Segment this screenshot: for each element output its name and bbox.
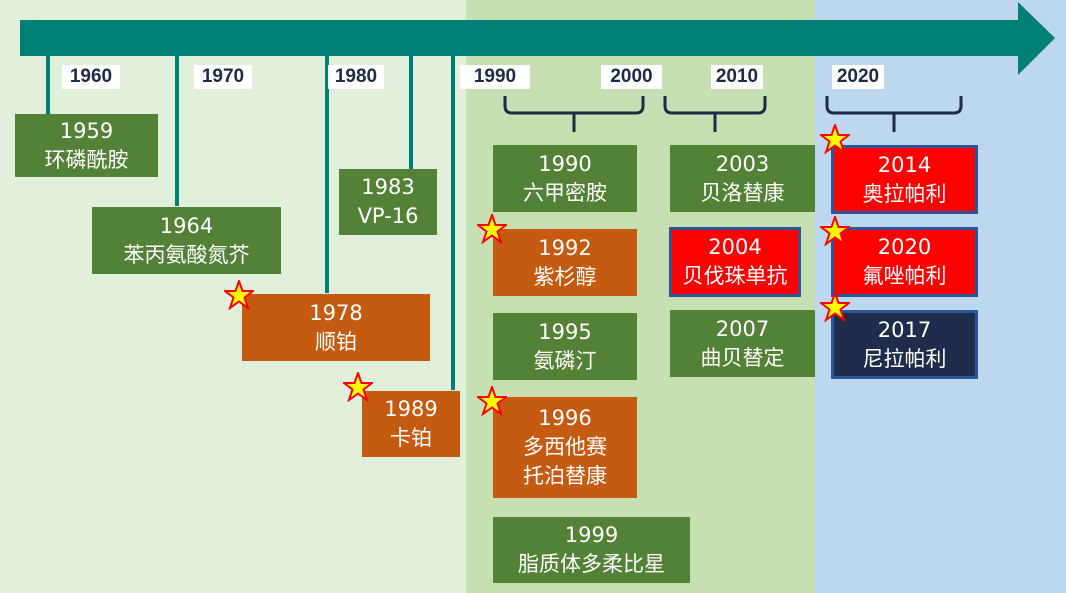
drug-name: 卡铂 bbox=[390, 426, 432, 450]
event-box: 2017 尼拉帕利 bbox=[831, 310, 978, 379]
event-year: 2014 bbox=[877, 152, 932, 177]
drug-name: VP-16 bbox=[357, 204, 419, 228]
drug-name: 托泊替康 bbox=[523, 464, 607, 488]
drug-name: 氟唑帕利 bbox=[862, 264, 947, 288]
drug-name: 六甲密胺 bbox=[523, 180, 607, 205]
star-icon bbox=[224, 280, 254, 310]
event-year: 2007 bbox=[715, 316, 770, 341]
event-year: 1989 bbox=[384, 397, 438, 421]
bracket bbox=[663, 96, 767, 132]
decade-label: 1970 bbox=[194, 65, 252, 89]
decade-label: 1990 bbox=[460, 65, 530, 89]
event-year: 1959 bbox=[59, 118, 114, 143]
decade-label: 1960 bbox=[62, 65, 120, 89]
event-box: 1995 氨磷汀 bbox=[493, 313, 637, 380]
event-year: 1978 bbox=[309, 300, 363, 325]
drug-name: 贝伐珠单抗 bbox=[682, 264, 788, 288]
drug-name: 氨磷汀 bbox=[533, 348, 597, 373]
star-icon bbox=[820, 216, 850, 246]
event-year: 2004 bbox=[708, 235, 762, 259]
drug-name: 多西他赛 bbox=[523, 435, 607, 459]
star-icon bbox=[820, 124, 850, 154]
drug-name: 贝洛替康 bbox=[700, 180, 785, 205]
event-year: 2020 bbox=[877, 235, 932, 259]
connector-line bbox=[409, 50, 413, 169]
connector-line bbox=[451, 50, 455, 390]
event-year: 1999 bbox=[564, 523, 619, 547]
decade-label: 2000 bbox=[601, 65, 662, 89]
drug-name: 环磷酰胺 bbox=[44, 147, 129, 172]
decade-label: 2020 bbox=[832, 65, 884, 89]
drug-name: 顺铂 bbox=[315, 329, 357, 354]
star-icon bbox=[477, 386, 507, 416]
event-box: 1959 环磷酰胺 bbox=[15, 114, 158, 177]
decade-label: 1980 bbox=[328, 65, 384, 89]
event-year: 1996 bbox=[538, 406, 592, 430]
star-icon bbox=[477, 214, 507, 244]
event-box: 2014 奥拉帕利 bbox=[831, 145, 978, 214]
bracket bbox=[503, 96, 645, 132]
connector-line bbox=[175, 50, 179, 206]
event-year: 2017 bbox=[877, 317, 932, 342]
event-box: 2007 曲贝替定 bbox=[670, 310, 815, 377]
star-icon bbox=[820, 292, 850, 322]
drug-name: 脂质体多柔比星 bbox=[518, 552, 665, 576]
event-year: 1964 bbox=[159, 213, 214, 238]
event-year: 1983 bbox=[361, 175, 415, 199]
event-box: 2020 氟唑帕利 bbox=[831, 227, 978, 297]
connector-line bbox=[325, 50, 329, 293]
event-year: 1992 bbox=[538, 235, 592, 260]
event-box: 1992 紫杉醇 bbox=[493, 229, 637, 296]
star-icon bbox=[343, 372, 373, 402]
event-box: 1989 卡铂 bbox=[362, 391, 460, 457]
connector-line bbox=[46, 50, 50, 114]
drug-name: 尼拉帕利 bbox=[862, 346, 947, 371]
drug-name: 奥拉帕利 bbox=[862, 181, 947, 206]
decade-label: 2010 bbox=[711, 65, 763, 89]
event-box: 1978 顺铂 bbox=[242, 294, 430, 361]
drug-name: 苯丙氨酸氮芥 bbox=[123, 242, 250, 267]
event-year: 1990 bbox=[538, 151, 592, 176]
bracket bbox=[825, 96, 963, 132]
timeline-arrow bbox=[20, 2, 1055, 75]
event-box: 1999 脂质体多柔比星 bbox=[493, 517, 690, 583]
event-year: 2003 bbox=[715, 151, 770, 176]
drug-name: 曲贝替定 bbox=[700, 345, 785, 370]
event-box: 1964 苯丙氨酸氮芥 bbox=[92, 207, 281, 274]
event-year: 1995 bbox=[538, 319, 592, 344]
event-box: 1990 六甲密胺 bbox=[493, 145, 637, 212]
event-box: 2004 贝伐珠单抗 bbox=[669, 227, 801, 297]
event-box: 1996 多西他赛托泊替康 bbox=[493, 397, 637, 498]
event-box: 2003 贝洛替康 bbox=[670, 145, 815, 212]
drug-name: 紫杉醇 bbox=[533, 264, 597, 289]
